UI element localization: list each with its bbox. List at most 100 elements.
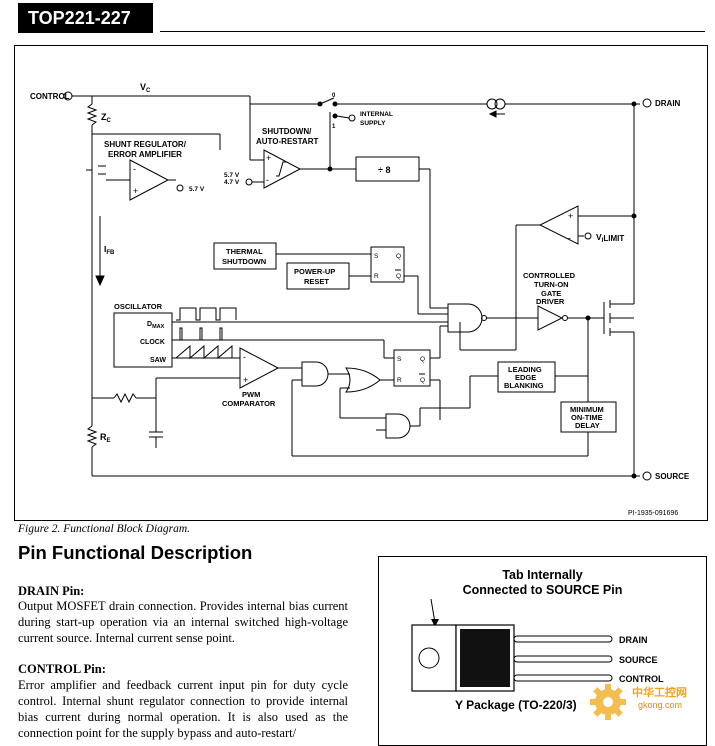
latch1-qbar: Q (396, 273, 401, 280)
label-thermal-2: SHUTDOWN (222, 257, 266, 266)
error-amp-minus: - (133, 164, 136, 174)
to220-package-drawing: DRAIN SOURCE CONTROL Y Package (TO-220/3… (411, 598, 664, 712)
current-limit-comparator (538, 205, 579, 245)
label-switch-1: 1 (332, 124, 336, 130)
shutdown-comp-plus: + (266, 153, 271, 163)
label-switch-0: 0 (332, 93, 336, 99)
label-thermal-1: THERMAL (226, 247, 263, 256)
label-mot-1: MINIMUM (570, 405, 604, 414)
lead-control (513, 674, 613, 682)
section-title: Pin Functional Description (18, 542, 253, 563)
label-saw: SAW (150, 357, 166, 364)
gate-driver (537, 305, 564, 331)
figure-caption: Figure 2. Functional Block Diagram. (18, 523, 191, 535)
shutdown-comparator (263, 149, 302, 189)
label-control: CONTROL (30, 92, 70, 101)
label-divide-by-8: ÷ 8 (378, 165, 390, 175)
functional-block-diagram: CONTROL VC ZC SHUNT REGULATOR/ ERROR AMP… (30, 82, 690, 517)
drain-pin-heading: DRAIN Pin: (18, 584, 85, 598)
label-dmax: DMAX (147, 321, 165, 330)
pwm-latch (393, 349, 431, 387)
label-pkg-source: SOURCE (619, 655, 658, 665)
control-pin-description: Error amplifier and feedback current inp… (18, 678, 348, 740)
control-pin-heading: CONTROL Pin: (18, 662, 106, 676)
latch2-s: S (397, 356, 402, 363)
package-title-2: Connected to SOURCE Pin (462, 583, 623, 597)
source-pin-terminal (642, 471, 652, 481)
pwm-and-gate (301, 361, 329, 387)
ilimit-comp-minus: - (568, 233, 571, 243)
re-resistor (86, 425, 98, 448)
diagram-code: PI-1935-091696 (628, 510, 678, 517)
label-source: SOURCE (655, 472, 690, 481)
watermark-url: gkong.com (638, 700, 683, 710)
label-ctrl-turnon-4: DRIVER (536, 297, 565, 306)
current-source-left (486, 98, 498, 110)
label-shutdown-2: AUTO-RESTART (256, 137, 318, 146)
label-re: RE (100, 432, 111, 444)
zc-resistor (86, 103, 98, 126)
label-pwm-2: COMPARATOR (222, 399, 276, 408)
gear-icon (590, 684, 626, 720)
main-and-gate (447, 303, 483, 333)
lead-drain (513, 635, 613, 643)
package-mounting-hole (418, 647, 440, 669)
ilimit-comp-plus: + (568, 211, 573, 221)
label-pkg-drain: DRAIN (619, 635, 648, 645)
saw-waveform (175, 344, 233, 360)
label-pwm-1: PWM (242, 390, 260, 399)
label-clock: CLOCK (140, 339, 165, 346)
label-leb-3: BLANKING (504, 381, 544, 390)
error-amp-plus: + (133, 186, 138, 196)
label-powerup-2: RESET (304, 277, 329, 286)
label-ifb: IFB (104, 244, 115, 256)
label-internal-supply-1: INTERNAL (360, 111, 393, 118)
block-diagram-frame (14, 45, 708, 521)
latch2-qbar: Q (420, 377, 425, 384)
label-shunt-regulator-1: SHUNT REGULATOR/ (104, 140, 187, 149)
label-oscillator: OSCILLATOR (114, 302, 163, 311)
latch2-r: R (397, 377, 402, 384)
label-mot-3: DELAY (575, 421, 600, 430)
watermark-text: 中华工控网 (632, 687, 687, 699)
label-drain: DRAIN (655, 99, 681, 108)
lead-source (513, 655, 613, 663)
or-gate (345, 367, 381, 393)
label-ctrl-turnon-1: CONTROLLED (523, 271, 576, 280)
latch1-q: Q (396, 253, 401, 260)
label-powerup-1: POWER-UP (294, 267, 335, 276)
label-leb-1: LEADING (508, 365, 542, 374)
part-number: TOP221-227 (28, 8, 131, 28)
blanking-and-gate (385, 413, 411, 439)
shutdown-latch (370, 246, 405, 283)
pwm-comparator (239, 347, 280, 389)
label-mot-2: ON-TIME (571, 413, 603, 422)
label-5v7: 5.7 V (224, 172, 240, 179)
part-number-tab: TOP221-227 (18, 3, 153, 33)
latch1-r: R (374, 273, 379, 280)
latch2-q: Q (420, 356, 425, 363)
label-ctrl-turnon-3: GATE (541, 289, 561, 298)
label-shunt-regulator-2: ERROR AMPLIFIER (108, 150, 182, 159)
header-rule (160, 31, 705, 32)
latch1-s: S (374, 253, 379, 260)
label-shutdown-1: SHUTDOWN/ (262, 127, 312, 136)
label-internal-supply-2: SUPPLY (360, 120, 386, 127)
label-package-name: Y Package (TO-220/3) (455, 698, 577, 712)
pwm-comp-plus: + (243, 375, 248, 385)
thermal-shutdown-box (213, 242, 277, 270)
label-ctrl-turnon-2: TURN-ON (534, 280, 569, 289)
error-amplifier (129, 159, 170, 201)
clock-waveform (176, 327, 236, 341)
leading-edge-blanking-box (497, 361, 556, 393)
label-vc: VC (140, 82, 151, 94)
label-zc: ZC (101, 112, 112, 124)
filter-resistor (113, 392, 137, 404)
label-4v7: 4.7 V (224, 179, 240, 186)
drain-pin-description: Output MOSFET drain connection. Provides… (18, 599, 348, 645)
drain-pin-terminal (642, 98, 652, 108)
dmax-waveform (176, 307, 237, 321)
pwm-comp-minus: - (243, 352, 246, 362)
shutdown-comp-minus: - (266, 175, 269, 185)
label-5v7-amp: 5.7 V (189, 186, 205, 193)
